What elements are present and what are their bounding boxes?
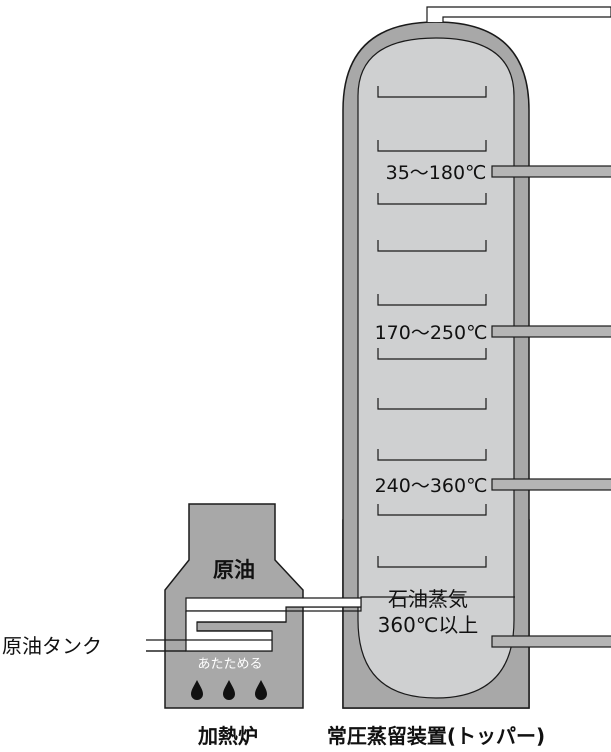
tray	[377, 348, 487, 360]
fraction-temp-2: 170〜250℃	[375, 322, 488, 344]
tower-caption: 常圧蒸留装置(トッパー)	[327, 724, 545, 748]
feed-pipe	[185, 597, 362, 612]
tank-inlet-pipe	[146, 639, 186, 652]
furnace-crude-label: 原油	[213, 558, 255, 582]
tray	[377, 449, 487, 461]
tray	[377, 140, 487, 152]
furnace-caption: 加熱炉	[197, 724, 258, 748]
flame-icon	[255, 680, 267, 700]
flame-icon	[191, 680, 203, 700]
tower-interior	[357, 37, 515, 699]
tray	[377, 504, 487, 516]
side-pipe-4	[491, 635, 611, 648]
tray	[377, 86, 487, 98]
bottom-label-line2: 360℃以上	[378, 613, 479, 637]
top-outlet-pipe	[426, 6, 611, 22]
tray	[377, 294, 487, 306]
trays	[377, 86, 487, 568]
bottom-label-line1: 石油蒸気	[388, 587, 468, 611]
side-pipe-1	[491, 165, 611, 178]
tray	[377, 240, 487, 252]
fraction-temp-3: 240〜360℃	[375, 475, 488, 497]
tray	[377, 398, 487, 410]
side-pipe-3	[491, 478, 611, 491]
fraction-temp-1: 35〜180℃	[386, 162, 487, 184]
furnace-heat-label: あたためる	[197, 657, 262, 672]
tray	[377, 193, 487, 205]
side-pipe-2	[491, 325, 611, 338]
tank-label: 原油タンク	[2, 634, 102, 658]
tray	[377, 556, 487, 568]
flame-icon	[223, 680, 235, 700]
flame-icons	[191, 680, 267, 700]
